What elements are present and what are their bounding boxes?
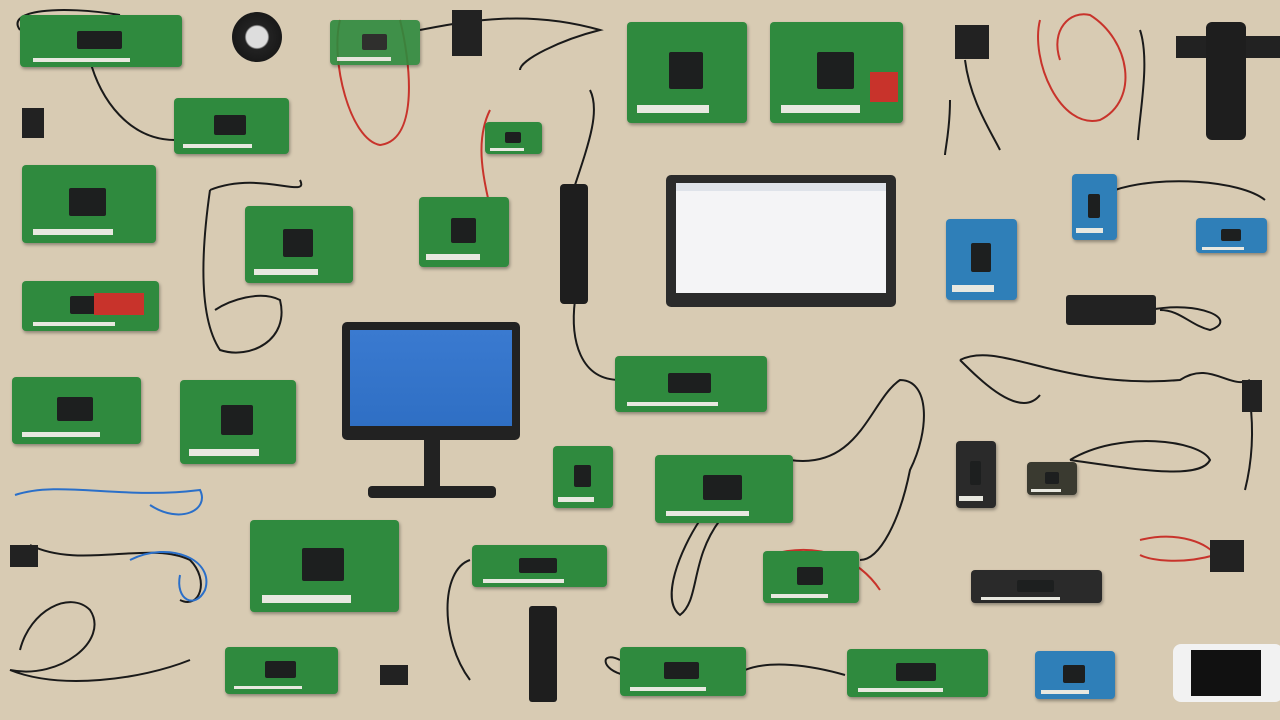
plug bbox=[10, 545, 38, 567]
monitor-stand bbox=[424, 440, 440, 488]
circuit-board bbox=[20, 15, 182, 67]
circuit-board bbox=[12, 377, 141, 444]
circuit-board bbox=[763, 551, 859, 603]
power-adapter bbox=[1066, 295, 1156, 325]
tablet bbox=[666, 175, 896, 307]
circuit-board bbox=[956, 441, 996, 508]
circuit-board bbox=[655, 455, 793, 523]
blue-circuit-board bbox=[946, 219, 1017, 300]
circuit-board bbox=[225, 647, 338, 694]
circuit-board bbox=[770, 22, 903, 123]
circuit-board bbox=[627, 22, 747, 123]
circuit-board bbox=[485, 122, 542, 154]
circuit-board bbox=[245, 206, 353, 283]
plug bbox=[380, 665, 408, 685]
circuit-board bbox=[22, 281, 159, 331]
power-bank bbox=[560, 184, 588, 304]
usb-stick bbox=[529, 606, 557, 702]
smartphone bbox=[1173, 644, 1280, 702]
blue-circuit-board bbox=[1035, 651, 1115, 699]
blue-circuit-board bbox=[1072, 174, 1117, 240]
blue-circuit-board bbox=[1196, 218, 1267, 253]
phone-screen bbox=[1191, 650, 1261, 696]
circuit-board bbox=[22, 165, 156, 243]
plug bbox=[1242, 380, 1262, 412]
tablet-screen bbox=[676, 183, 886, 293]
circuit-board bbox=[1027, 462, 1077, 495]
monitor bbox=[342, 322, 520, 440]
circuit-board bbox=[174, 98, 289, 154]
camera-mount bbox=[1176, 22, 1280, 140]
adapter-box bbox=[452, 10, 482, 56]
circuit-board bbox=[180, 380, 296, 464]
plug bbox=[22, 108, 44, 138]
circuit-board bbox=[553, 446, 613, 508]
circuit-board bbox=[330, 20, 420, 65]
monitor-screen bbox=[350, 330, 512, 426]
circuit-board bbox=[847, 649, 988, 697]
adapter-box bbox=[955, 25, 989, 59]
circuit-board bbox=[250, 520, 399, 612]
circuit-board bbox=[419, 197, 509, 267]
circuit-board bbox=[971, 570, 1102, 603]
speaker-icon bbox=[232, 12, 282, 62]
circuit-board bbox=[615, 356, 767, 412]
circuit-board bbox=[620, 647, 746, 696]
plug bbox=[1210, 540, 1244, 572]
monitor-base bbox=[368, 486, 496, 498]
circuit-board bbox=[472, 545, 607, 587]
